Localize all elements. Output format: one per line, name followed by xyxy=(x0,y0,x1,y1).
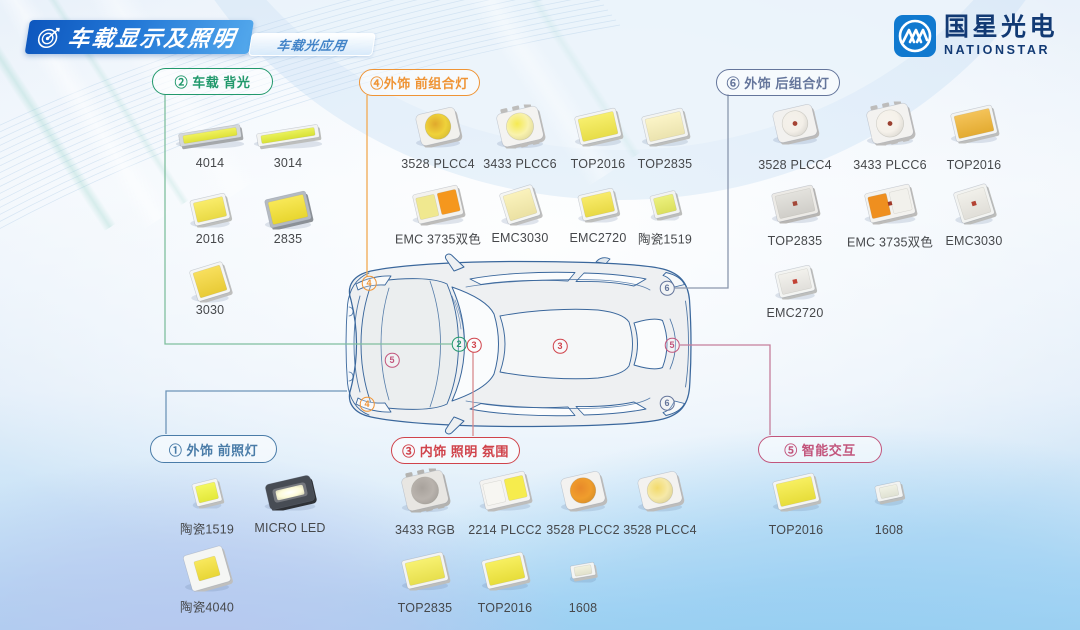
logo-text-en: NATIONSTAR xyxy=(943,43,1051,57)
led-chip-emc-3735双色-icon xyxy=(409,184,467,231)
dartboard-target-icon xyxy=(37,27,60,48)
car-location-marker-3: 3 xyxy=(552,338,568,354)
led-chip-陶瓷1519-icon xyxy=(646,189,684,226)
led-part-label: TOP2835 xyxy=(637,157,693,171)
led-part-label: 陶瓷1519 xyxy=(637,232,693,247)
led-chip-top2016-icon xyxy=(570,107,626,152)
led-chip-top2016-icon xyxy=(477,551,533,596)
subtitle-badge: 车载光应用 xyxy=(248,33,376,56)
led-part-label: 1608 xyxy=(568,601,598,615)
car-location-marker-6: 6 xyxy=(659,280,675,296)
led-chip-3030-icon xyxy=(186,261,234,308)
led-chip-3433-plcc6-icon xyxy=(861,99,919,151)
led-part-label: MICRO LED xyxy=(254,521,326,535)
led-part-label: EMC2720 xyxy=(766,306,824,320)
group-label-text: ⑤ 智能交互 xyxy=(784,443,856,458)
led-chip-3433-plcc6-icon xyxy=(491,102,549,154)
led-part-label: EMC 3735双色 xyxy=(846,235,934,250)
led-part-label: 3528 PLCC2 xyxy=(546,523,620,537)
led-chip-陶瓷1519-icon xyxy=(188,477,226,514)
group-label-g5: ⑤ 智能交互 xyxy=(758,436,882,463)
led-part-label: 3014 xyxy=(273,156,303,170)
led-chip-2835-icon xyxy=(260,190,316,235)
led-chip-1608-icon xyxy=(870,477,908,512)
group-label-g4: ④外饰 前组合灯 xyxy=(359,69,480,96)
led-part-label: 2835 xyxy=(273,232,303,246)
led-part-label: EMC2720 xyxy=(569,231,627,245)
led-part-label: 3528 PLCC4 xyxy=(758,158,832,172)
led-chip-emc2720-icon xyxy=(573,187,623,228)
led-chip-4014-icon xyxy=(174,119,246,158)
group-label-text: ④外饰 前组合灯 xyxy=(370,76,469,91)
led-chip-emc-3735双色-icon xyxy=(861,183,919,230)
led-chip-top2835-icon xyxy=(637,107,693,152)
car-location-marker-5: 5 xyxy=(664,337,680,353)
led-chip-micro-led-icon xyxy=(262,475,318,516)
led-chip-3014-icon xyxy=(252,119,324,158)
led-part-label: TOP2016 xyxy=(768,523,824,537)
car-location-marker-3: 3 xyxy=(466,337,482,353)
group-label-g6: ⑥ 外饰 后组合灯 xyxy=(716,69,840,96)
group-label-text: ⑥ 外饰 后组合灯 xyxy=(726,76,830,91)
led-part-label: 2016 xyxy=(195,232,225,246)
car-location-marker-4: 4 xyxy=(361,275,377,291)
group-label-g3: ③ 内饰 照明 氛围 xyxy=(391,437,520,464)
led-chip-emc3030-icon xyxy=(950,183,998,230)
led-part-label: 4014 xyxy=(195,156,225,170)
led-part-label: 2214 PLCC2 xyxy=(468,523,542,537)
led-chip-1608-icon xyxy=(566,559,600,588)
led-chip-3528-plcc2-icon xyxy=(556,470,610,517)
led-part-label: 3030 xyxy=(195,303,225,317)
led-chip-emc2720-icon xyxy=(770,264,820,305)
title-banner: 车载显示及照明 xyxy=(24,20,254,54)
led-chip-top2835-icon xyxy=(397,551,453,596)
led-part-label: EMC3030 xyxy=(491,231,549,245)
led-part-label: TOP2016 xyxy=(570,157,626,171)
led-chip-3528-plcc4-icon xyxy=(768,103,822,150)
led-chip-3528-plcc4-icon xyxy=(411,106,465,153)
page-title: 车载显示及照明 xyxy=(66,26,239,51)
led-part-label: 陶瓷4040 xyxy=(179,600,235,615)
led-part-label: 陶瓷1519 xyxy=(179,522,235,537)
led-part-label: 3433 PLCC6 xyxy=(483,157,557,171)
led-chip-2016-icon xyxy=(185,192,235,233)
group-label-text: ② 车载 背光 xyxy=(174,75,251,90)
led-chip-3528-plcc4-icon xyxy=(633,470,687,517)
led-chip-top2016-icon xyxy=(768,472,824,517)
led-part-label: 3528 PLCC4 xyxy=(623,523,697,537)
group-label-g1: ① 外饰 前照灯 xyxy=(150,435,277,463)
led-chip-top2835-icon xyxy=(767,184,823,229)
car-location-marker-2: 2 xyxy=(451,336,467,352)
led-chip-3433-rgb-icon xyxy=(396,466,454,518)
led-part-label: 3433 PLCC6 xyxy=(853,158,927,172)
led-part-label: TOP2835 xyxy=(767,234,823,248)
led-part-label: TOP2016 xyxy=(946,158,1002,172)
car-location-marker-4: 4 xyxy=(359,396,375,412)
subtitle-badge-label: 车载光应用 xyxy=(275,38,349,53)
led-part-label: 1608 xyxy=(874,523,904,537)
group-label-g2: ② 车载 背光 xyxy=(152,68,273,95)
led-part-label: TOP2835 xyxy=(397,601,453,615)
group-label-text: ③ 内饰 照明 氛围 xyxy=(402,444,509,459)
led-chip-top2016-icon xyxy=(946,104,1002,149)
company-logo: 国星光电 NATIONSTAR xyxy=(893,13,1058,57)
led-part-label: EMC 3735双色 xyxy=(394,232,482,247)
led-chip-陶瓷4040-icon xyxy=(181,545,233,597)
led-chip-emc3030-icon xyxy=(496,184,544,231)
led-part-label: TOP2016 xyxy=(477,601,533,615)
nationstar-aaa-icon xyxy=(893,15,936,57)
led-part-label: 3433 RGB xyxy=(395,523,455,537)
logo-text-cn: 国星光电 xyxy=(943,13,1058,41)
led-chip-2214-plcc2-icon xyxy=(476,470,534,517)
led-part-label: 3528 PLCC4 xyxy=(401,157,475,171)
group-label-text: ① 外饰 前照灯 xyxy=(168,442,259,458)
car-location-marker-6: 6 xyxy=(659,395,675,411)
car-location-marker-5: 5 xyxy=(384,352,400,368)
led-part-label: EMC3030 xyxy=(945,234,1003,248)
